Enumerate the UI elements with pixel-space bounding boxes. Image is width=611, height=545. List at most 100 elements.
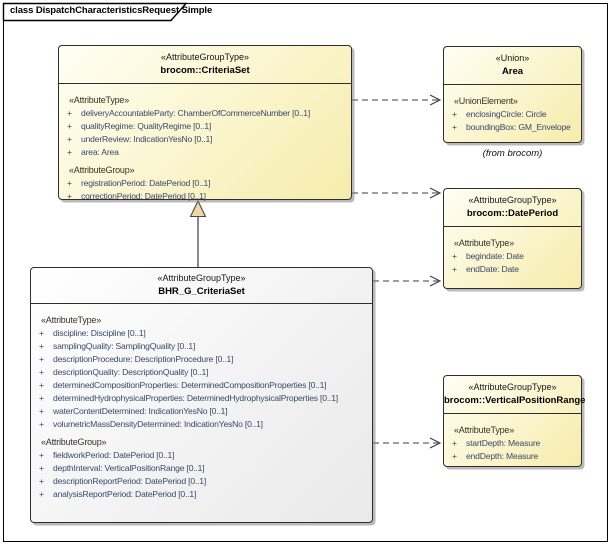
class-box-verticalpositionrange[interactable]: «AttributeGroupType» brocom::VerticalPos… xyxy=(443,375,586,467)
attributes-compartment: «AttributeType» + deliveryAccountablePar… xyxy=(59,84,351,206)
visibility-marker: + xyxy=(452,451,457,461)
member-text: «AttributeGroup» xyxy=(69,165,135,175)
member-row: + volumetricMassDensityDetermined: Indic… xyxy=(37,418,370,431)
frame-title-tab xyxy=(2,2,188,22)
member-row: + enclosingCircle: Circle xyxy=(450,108,579,121)
member-text: enclosingCircle: Circle xyxy=(466,109,547,119)
member-row: «AttributeType» xyxy=(65,94,349,107)
member-row: + correctionPeriod: DatePeriod [0..1] xyxy=(65,190,349,203)
stereotype-label: «AttributeGroupType» xyxy=(468,195,557,205)
stereotype-label: «AttributeGroupType» xyxy=(160,52,250,62)
member-text: «AttributeType» xyxy=(454,425,515,435)
visibility-marker: + xyxy=(39,406,44,416)
visibility-marker: + xyxy=(67,178,72,188)
class-name: brocom::DatePeriod xyxy=(466,208,559,219)
visibility-marker: + xyxy=(67,121,72,131)
member-row: + boundingBox: GM_Envelope xyxy=(450,121,579,134)
class-name: BHR_G_CriteriaSet xyxy=(158,286,245,297)
member-row: «AttributeGroup» xyxy=(65,164,349,177)
member-text: begindate: Date xyxy=(466,251,524,261)
member-text: volumetricMassDensityDetermined: Indicat… xyxy=(53,419,263,429)
member-text: underReview: IndicationYesNo [0..1] xyxy=(81,134,213,144)
dependency-criteriaset-area xyxy=(352,94,442,106)
member-text: boundingBox: GM_Envelope xyxy=(466,122,571,132)
member-row: + area: Area xyxy=(65,146,349,159)
member-text: determinedCompositionProperties: Determi… xyxy=(53,380,327,390)
member-text: endDepth: Measure xyxy=(466,451,539,461)
stereotype-label: «AttributeGroupType» xyxy=(468,382,557,392)
member-text: descriptionProcedure: DescriptionProcedu… xyxy=(53,354,234,364)
member-row: + descriptionProcedure: DescriptionProce… xyxy=(37,353,370,366)
member-row: + begindate: Date xyxy=(450,250,579,263)
member-row: + underReview: IndicationYesNo [0..1] xyxy=(65,133,349,146)
visibility-marker: + xyxy=(39,419,44,429)
member-text: «AttributeType» xyxy=(69,95,130,105)
class-box-dateperiod[interactable]: «AttributeGroupType» brocom::DatePeriod … xyxy=(443,188,582,289)
member-row: + descriptionQuality: DescriptionQuality… xyxy=(37,366,370,379)
generalization-triangle-icon xyxy=(189,199,207,218)
member-row: + deliveryAccountableParty: ChamberOfCom… xyxy=(65,107,349,120)
class-name: brocom::VerticalPositionRange xyxy=(444,395,586,406)
class-header: «AttributeGroupType» brocom::VerticalPos… xyxy=(444,376,586,414)
visibility-marker: + xyxy=(39,367,44,377)
visibility-marker: + xyxy=(452,109,457,119)
member-text: «UnionElement» xyxy=(454,96,518,106)
member-row: + descriptionReportPeriod: DatePeriod [0… xyxy=(37,475,370,488)
member-text: area: Area xyxy=(81,147,119,157)
member-text: descriptionQuality: DescriptionQuality [… xyxy=(53,367,209,377)
visibility-marker: + xyxy=(39,476,44,486)
member-text: endDate: Date xyxy=(466,264,519,274)
member-row: + waterContentDetermined: IndicationYesN… xyxy=(37,405,370,418)
dependency-bhr-verticalpositionrange xyxy=(373,437,442,449)
attributes-compartment: «AttributeType» + begindate: Date + endD… xyxy=(444,227,581,279)
stereotype-label: «Union» xyxy=(495,53,530,63)
visibility-marker: + xyxy=(39,489,44,499)
member-text: fieldworkPeriod: DatePeriod [0..1] xyxy=(53,450,175,460)
member-text: depthInterval: VerticalPositionRange [0.… xyxy=(53,463,205,473)
visibility-marker: + xyxy=(39,328,44,338)
class-name: Area xyxy=(501,66,524,77)
visibility-marker: + xyxy=(67,134,72,144)
member-row: + discipline: Discipline [0..1] xyxy=(37,327,370,340)
member-text: «AttributeType» xyxy=(41,315,102,325)
member-row: + samplingQuality: SamplingQuality [0..1… xyxy=(37,340,370,353)
class-box-criteriaset[interactable]: «AttributeGroupType» brocom::CriteriaSet… xyxy=(58,45,352,201)
member-row: «AttributeGroup» xyxy=(37,436,370,449)
stereotype-label: «AttributeGroupType» xyxy=(157,273,246,283)
member-text: «AttributeGroup» xyxy=(41,437,107,447)
member-row: + startDepth: Measure xyxy=(450,437,579,450)
member-row: «AttributeType» xyxy=(37,314,370,327)
attributes-compartment: «AttributeType» + startDepth: Measure + … xyxy=(444,414,581,466)
generalization-bhr-criteriaset xyxy=(189,199,207,267)
visibility-marker: + xyxy=(39,450,44,460)
class-box-area[interactable]: «Union» Area «UnionElement» + enclosingC… xyxy=(443,46,582,143)
member-text: correctionPeriod: DatePeriod [0..1] xyxy=(81,191,206,201)
visibility-marker: + xyxy=(39,463,44,473)
dependency-criteriaset-dateperiod xyxy=(352,187,442,199)
visibility-marker: + xyxy=(452,438,457,448)
member-text: waterContentDetermined: IndicationYesNo … xyxy=(53,406,228,416)
member-text: qualityRegime: QualityRegime [0..1] xyxy=(81,121,212,131)
member-row: + endDepth: Measure xyxy=(450,450,579,463)
member-text: «AttributeType» xyxy=(454,238,515,248)
member-row: «UnionElement» xyxy=(450,95,579,108)
member-row: + determinedCompositionProperties: Deter… xyxy=(37,379,370,392)
class-box-bhr-g-criteriaset[interactable]: «AttributeGroupType» BHR_G_CriteriaSet «… xyxy=(30,267,373,523)
visibility-marker: + xyxy=(452,122,457,132)
member-row: + depthInterval: VerticalPositionRange [… xyxy=(37,462,370,475)
class-header: «AttributeGroupType» BHR_G_CriteriaSet xyxy=(31,268,372,304)
attributes-compartment: «UnionElement» + enclosingCircle: Circle… xyxy=(444,85,581,137)
visibility-marker: + xyxy=(67,191,72,201)
from-package-note: (from brocom) xyxy=(482,148,543,159)
member-text: samplingQuality: SamplingQuality [0..1] xyxy=(53,341,196,351)
class-header: «AttributeGroupType» brocom::DatePeriod xyxy=(444,189,581,227)
member-row: «AttributeType» xyxy=(450,237,579,250)
member-row: + determinedHydrophysicalProperties: Det… xyxy=(37,392,370,405)
member-row: + fieldworkPeriod: DatePeriod [0..1] xyxy=(37,449,370,462)
member-row: «AttributeType» xyxy=(450,424,579,437)
visibility-marker: + xyxy=(67,147,72,157)
member-text: descriptionReportPeriod: DatePeriod [0..… xyxy=(53,476,207,486)
visibility-marker: + xyxy=(67,108,72,118)
member-row: + analysisReportPeriod: DatePeriod [0..1… xyxy=(37,488,370,501)
